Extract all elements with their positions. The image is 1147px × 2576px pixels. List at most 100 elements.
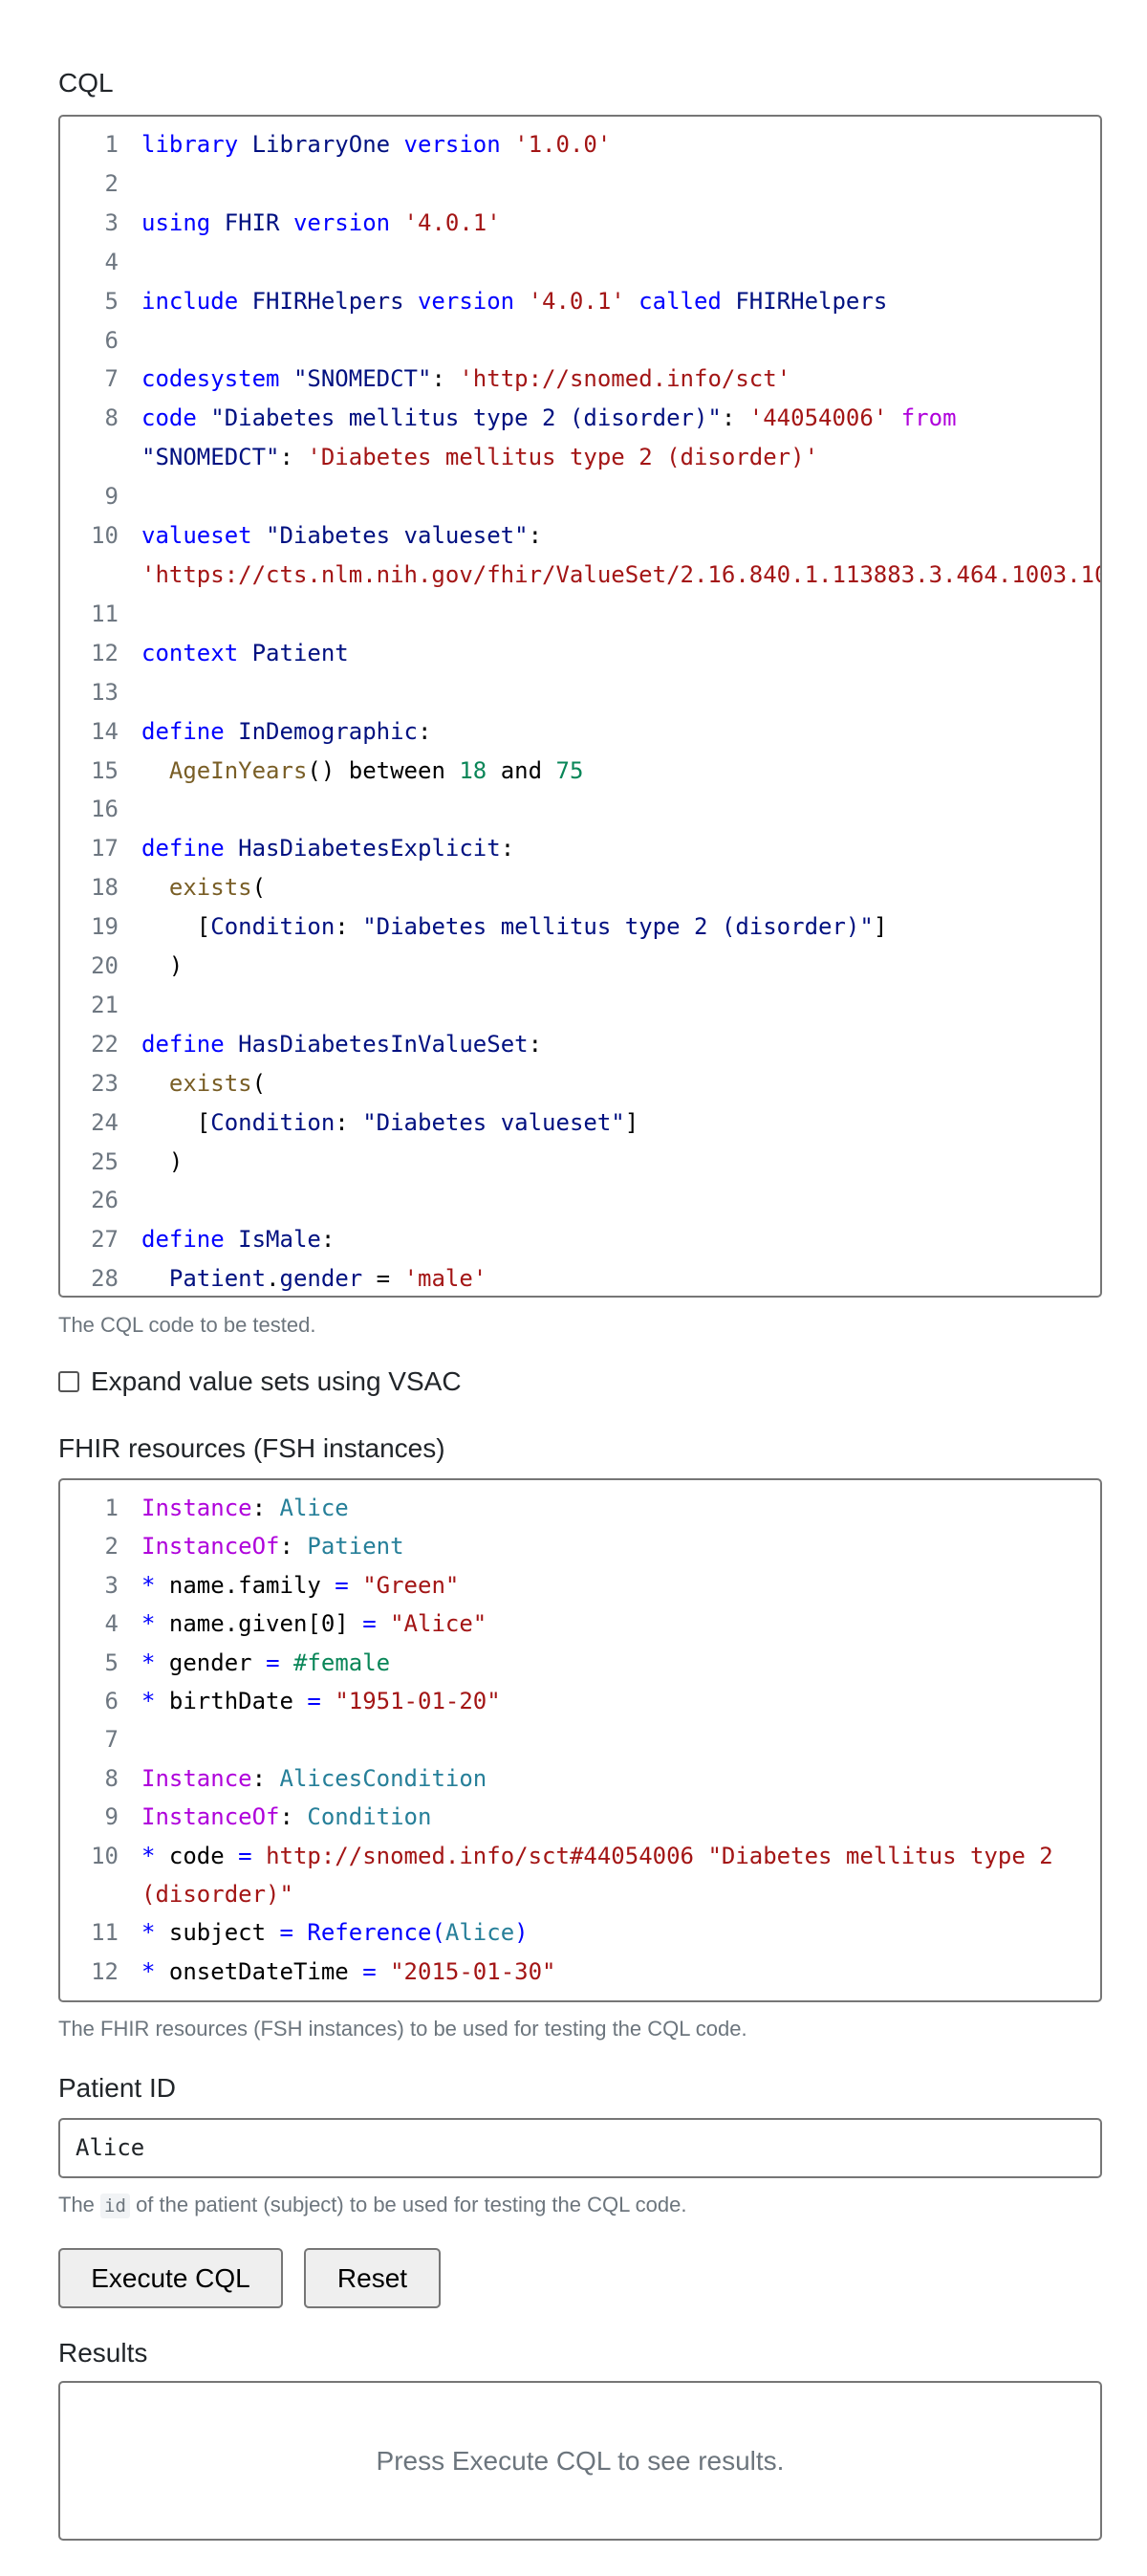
line-code[interactable] (141, 1720, 1100, 1758)
line-code[interactable] (141, 164, 1100, 204)
vsac-checkbox[interactable] (58, 1371, 79, 1392)
code-line[interactable]: 7 (60, 1720, 1100, 1758)
line-code[interactable]: code "Diabetes mellitus type 2 (disorder… (141, 399, 1100, 477)
line-code[interactable] (141, 321, 1100, 360)
line-code[interactable]: Instance: AlicesCondition (141, 1759, 1100, 1798)
line-code[interactable] (141, 243, 1100, 282)
line-code[interactable]: include FHIRHelpers version '4.0.1' call… (141, 282, 1100, 321)
line-code[interactable]: exists( (141, 1064, 1100, 1103)
code-line[interactable]: 24 [Condition: "Diabetes valueset"] (60, 1103, 1100, 1143)
execute-cql-button[interactable]: Execute CQL (58, 2248, 283, 2308)
line-code[interactable]: * gender = #female (141, 1644, 1100, 1682)
line-code[interactable]: define IsMale: (141, 1220, 1100, 1259)
code-token: FHIRHelpers (251, 287, 418, 315)
line-number: 15 (91, 756, 119, 784)
code-line[interactable]: 2 (60, 164, 1100, 204)
code-line[interactable]: 25 ) (60, 1143, 1100, 1182)
code-line[interactable]: 12* onsetDateTime = "2015-01-30" (60, 1953, 1100, 1991)
code-token: ( (251, 1069, 267, 1097)
code-token: InDemographic (238, 717, 418, 745)
vsac-label[interactable]: Expand value sets using VSAC (91, 1366, 462, 1396)
line-code[interactable] (141, 673, 1100, 712)
code-line[interactable]: 20 ) (60, 947, 1100, 986)
code-line[interactable]: 11* subject = Reference(Alice) (60, 1913, 1100, 1952)
line-code[interactable]: define HasDiabetesExplicit: (141, 829, 1100, 868)
line-code[interactable]: define HasDiabetesInValueSet: (141, 1025, 1100, 1064)
line-code[interactable]: exists( (141, 868, 1100, 907)
code-line[interactable]: 5* gender = #female (60, 1644, 1100, 1682)
line-number: 24 (91, 1108, 119, 1136)
line-code[interactable]: ) (141, 947, 1100, 986)
code-line[interactable]: 9 (60, 477, 1100, 516)
reset-button[interactable]: Reset (304, 2248, 441, 2308)
line-code[interactable]: library LibraryOne version '1.0.0' (141, 125, 1100, 164)
line-code[interactable]: InstanceOf: Condition (141, 1798, 1100, 1836)
line-code[interactable]: valueset "Diabetes valueset": 'https://c… (141, 516, 1100, 595)
code-token: HasDiabetesInValueSet (238, 1030, 529, 1058)
code-line[interactable]: 15 AgeInYears() between 18 and 75 (60, 752, 1100, 791)
code-token: * (141, 1919, 169, 1947)
patient-id-input[interactable]: Alice (58, 2118, 1102, 2178)
code-line[interactable]: 28 Patient.gender = 'male' (60, 1259, 1100, 1296)
line-code[interactable]: using FHIR version '4.0.1' (141, 204, 1100, 243)
line-code[interactable]: context Patient (141, 634, 1100, 673)
code-line[interactable]: 4 (60, 243, 1100, 282)
line-code[interactable]: [Condition: "Diabetes valueset"] (141, 1103, 1100, 1143)
line-code[interactable]: codesystem "SNOMEDCT": 'http://snomed.in… (141, 360, 1100, 399)
code-token: FHIR (224, 208, 293, 236)
code-line[interactable]: 6* birthDate = "1951-01-20" (60, 1682, 1100, 1720)
line-code[interactable] (141, 595, 1100, 634)
line-code[interactable]: AgeInYears() between 18 and 75 (141, 752, 1100, 791)
line-code[interactable]: Instance: Alice (141, 1489, 1100, 1527)
code-line[interactable]: 26 (60, 1181, 1100, 1220)
line-code[interactable] (141, 1181, 1100, 1220)
line-code[interactable]: * name.family = "Green" (141, 1566, 1100, 1605)
code-line[interactable]: 4* name.given[0] = "Alice" (60, 1605, 1100, 1643)
line-code[interactable] (141, 790, 1100, 829)
code-token: '44054006' (748, 404, 901, 432)
code-line[interactable]: 11 (60, 595, 1100, 634)
code-token: "Diabetes valueset" (362, 1108, 625, 1136)
code-line[interactable]: 3* name.family = "Green" (60, 1566, 1100, 1605)
code-line[interactable]: 19 [Condition: "Diabetes mellitus type 2… (60, 907, 1100, 947)
line-code[interactable]: Patient.gender = 'male' (141, 1259, 1100, 1296)
line-code[interactable] (141, 986, 1100, 1025)
line-code[interactable]: ) (141, 1143, 1100, 1182)
line-number: 18 (91, 874, 119, 902)
line-code[interactable]: * subject = Reference(Alice) (141, 1913, 1100, 1952)
code-line[interactable]: 21 (60, 986, 1100, 1025)
cql-label: CQL (58, 68, 114, 98)
line-code[interactable]: * name.given[0] = "Alice" (141, 1605, 1100, 1643)
line-code[interactable]: define InDemographic: (141, 712, 1100, 752)
line-code[interactable]: * onsetDateTime = "2015-01-30" (141, 1953, 1100, 1991)
code-line[interactable]: 16 (60, 790, 1100, 829)
code-line[interactable]: 13 (60, 673, 1100, 712)
line-code[interactable]: InstanceOf: Patient (141, 1527, 1100, 1565)
line-code[interactable] (141, 477, 1100, 516)
line-code[interactable]: * birthDate = "1951-01-20" (141, 1682, 1100, 1720)
line-code[interactable]: [Condition: "Diabetes mellitus type 2 (d… (141, 907, 1100, 947)
line-code[interactable]: * code = http://snomed.info/sct#44054006… (141, 1837, 1100, 1914)
code-line[interactable]: 18 exists( (60, 868, 1100, 907)
code-line[interactable]: 23 exists( (60, 1064, 1100, 1103)
code-line[interactable]: 10* code = http://snomed.info/sct#440540… (60, 1837, 1100, 1914)
code-line[interactable]: 6 (60, 321, 1100, 360)
vsac-option[interactable]: Expand value sets using VSAC (58, 1365, 462, 1398)
